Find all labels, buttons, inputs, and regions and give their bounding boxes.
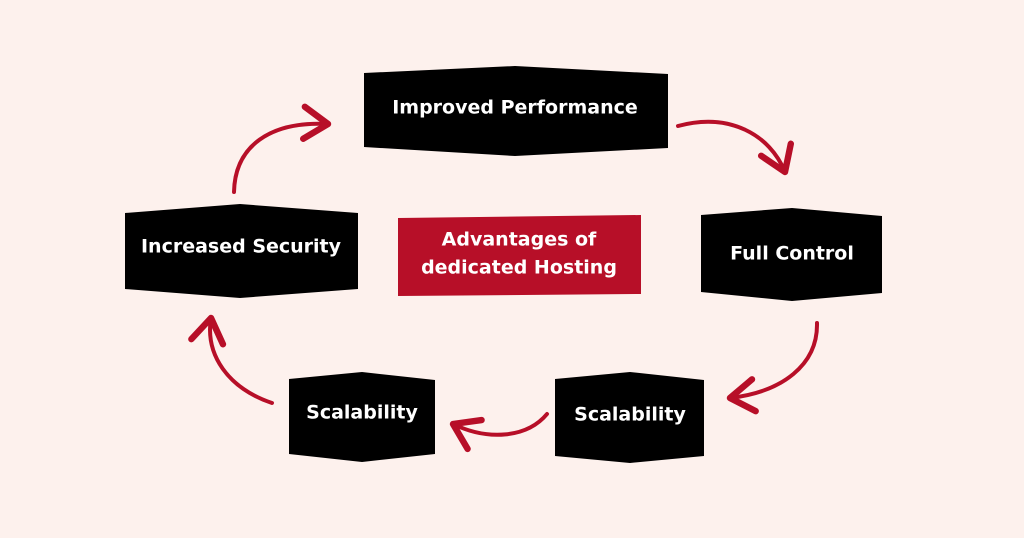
node-improved-performance-shape — [364, 66, 668, 156]
node-full-control-label: Full Control — [730, 243, 854, 265]
node-scalability-left-label: Scalability — [306, 402, 418, 424]
node-scalability-right-label: Scalability — [574, 404, 686, 426]
node-improved-performance: Improved Performance — [364, 66, 668, 156]
center-box-shape — [398, 215, 641, 296]
node-increased-security: Increased Security — [125, 204, 358, 298]
node-scalability-left-shape — [289, 372, 435, 462]
node-scalability-left: Scalability — [289, 372, 435, 462]
center-title-line1: Advantages of — [442, 229, 597, 251]
arrow-control-to-scalability-right — [726, 321, 820, 415]
arrow-security-to-performance — [232, 103, 332, 194]
node-increased-security-label: Increased Security — [141, 236, 342, 258]
center-title-line2: dedicated Hosting — [421, 257, 617, 279]
node-full-control: Full Control — [701, 208, 882, 301]
arrow-scalability-left-to-security — [188, 314, 274, 405]
node-increased-security-shape — [125, 204, 358, 298]
node-improved-performance-label: Improved Performance — [392, 97, 638, 119]
arrow-performance-to-control — [676, 119, 794, 176]
node-scalability-right-shape — [555, 372, 704, 463]
center-box: Advantages of dedicated Hosting — [398, 215, 641, 296]
arrow-scalability-right-to-left — [449, 412, 549, 453]
node-scalability-right: Scalability — [555, 372, 704, 463]
node-full-control-shape — [701, 208, 882, 301]
